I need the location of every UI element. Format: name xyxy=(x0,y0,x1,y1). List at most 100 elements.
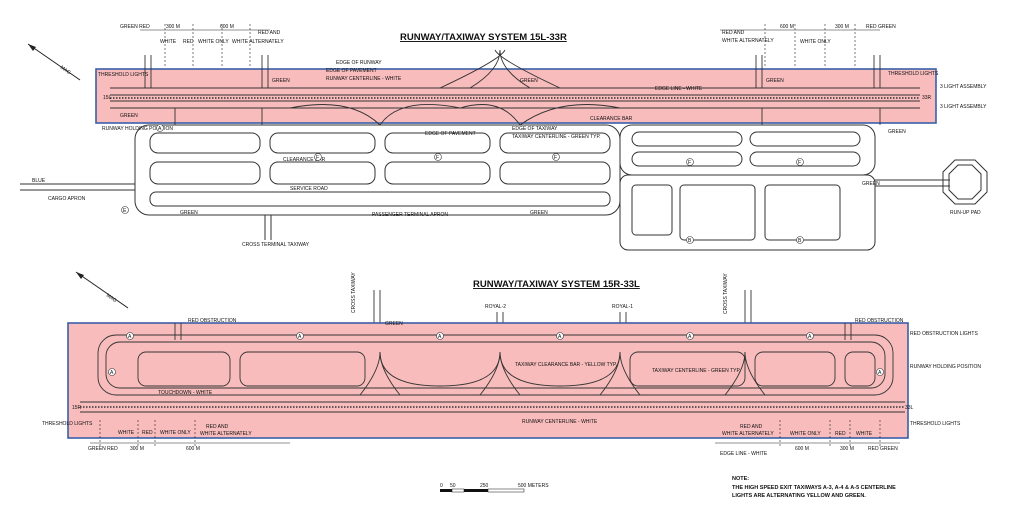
taxiway-marker: A xyxy=(110,370,114,376)
title-top: RUNWAY/TAXIWAY SYSTEM 15L-33R xyxy=(400,32,567,43)
taxiway-marker: A xyxy=(688,334,692,340)
north-arrow-icon: MAG xyxy=(27,43,81,81)
top-taxiway-markers: A F F F E F F B B xyxy=(121,124,804,244)
label-white-left: WHITE xyxy=(160,39,177,45)
scale-bar: 0 50 250 500 METERS xyxy=(440,483,549,493)
label-600m-right-bottom: 600 M xyxy=(795,446,809,452)
label-red-and-left-bottom: RED AND xyxy=(206,424,229,430)
top-taxiway-network xyxy=(20,124,988,251)
label-white-only-left: WHITE ONLY xyxy=(198,39,229,45)
label-green-right: GREEN xyxy=(862,181,880,187)
label-green-red-left-bottom: GREEN RED xyxy=(88,446,118,452)
label-green-a: GREEN xyxy=(120,113,138,119)
runway-end-33l: 33L xyxy=(905,405,914,411)
runway-15l-33r xyxy=(110,49,920,126)
label-edge-of-pavement-2: EDGE OF PAVEMENT xyxy=(425,131,476,137)
label-red-and-right: RED AND xyxy=(722,30,745,36)
label-600m-right: 600 M xyxy=(780,24,794,30)
runway-end-15l: 15L xyxy=(103,95,112,101)
label-threshold-right: THRESHOLD LIGHTS xyxy=(888,71,939,77)
label-edge-of-runway: EDGE OF RUNWAY xyxy=(336,60,382,66)
label-green-red-left: GREEN RED xyxy=(120,24,150,30)
scale-tick-0: 0 xyxy=(440,483,443,489)
label-white-right-bottom: WHITE xyxy=(856,431,873,437)
label-green-bottom-1: GREEN xyxy=(180,210,198,216)
taxiway-marker: A xyxy=(808,334,812,340)
bottom-crossing-taxiways xyxy=(373,290,752,323)
runway-end-15r: 15R xyxy=(72,405,82,411)
label-cargo-apron: CARGO APRON xyxy=(48,196,86,202)
label-white-alt-left-bottom: WHITE ALTERNATELY xyxy=(200,431,252,437)
label-red-obstruction-lights: RED OBSTRUCTION LIGHTS xyxy=(910,331,978,337)
label-red-obstruction-left: RED OBSTRUCTION xyxy=(188,318,237,324)
note-line-1: THE HIGH SPEED EXIT TAXIWAYS A-3, A-4 & … xyxy=(732,485,896,491)
label-red-left: RED xyxy=(183,39,194,45)
taxiway-marker: A xyxy=(158,126,162,132)
label-white-alt-left: WHITE ALTERNATELY xyxy=(232,39,284,45)
label-service-road: SERVICE ROAD xyxy=(290,186,328,192)
north-arrow-icon: MAG xyxy=(75,271,129,309)
runway-15l-33r-highlight[interactable] xyxy=(95,68,937,124)
taxiway-marker: F xyxy=(436,155,439,161)
label-run-up-pad: RUN-UP PAD xyxy=(950,210,981,216)
label-runway-holding: RUNWAY HOLDING POSITION xyxy=(102,126,173,132)
label-600m-left-bottom: 600 M xyxy=(186,446,200,452)
taxiway-marker: A xyxy=(558,334,562,340)
label-green-bottom-2: GREEN xyxy=(530,210,548,216)
label-white-only-right: WHITE ONLY xyxy=(800,39,831,45)
label-600m-left: 600 M xyxy=(220,24,234,30)
taxiway-marker: A xyxy=(878,370,882,376)
taxiway-marker: B xyxy=(688,238,692,244)
label-touchdown: TOUCHDOWN - WHITE xyxy=(158,390,213,396)
label-green-c: GREEN xyxy=(520,78,538,84)
label-royal-2: ROYAL-2 xyxy=(485,304,506,310)
scale-tick-50: 50 xyxy=(450,483,456,489)
north-label-top: MAG xyxy=(59,65,72,77)
taxiway-marker: B xyxy=(798,238,802,244)
label-clearance-bar-1: CLEARANCE BAR xyxy=(590,116,633,122)
label-passenger-apron: PASSENGER TERMINAL APRON xyxy=(372,212,448,218)
bottom-dimension-lines xyxy=(90,420,900,448)
label-light-assembly-2: 3 LIGHT ASSEMBLY xyxy=(940,104,987,110)
label-white-alt-right-bottom: WHITE ALTERNATELY xyxy=(722,431,774,437)
label-white-left-bottom: WHITE xyxy=(118,430,135,436)
label-edge-of-pavement: EDGE OF PAVEMENT xyxy=(326,68,377,74)
label-cross-taxiway-left: CROSS TAXIWAY xyxy=(351,272,357,313)
label-red-and-left: RED AND xyxy=(258,30,281,36)
runway-15r-33l-highlight[interactable] xyxy=(67,322,909,439)
label-runway-centerline: RUNWAY CENTERLINE - WHITE xyxy=(326,76,402,82)
runway-system-15l-33r: RUNWAY/TAXIWAY SYSTEM 15L-33R MAG GREEN … xyxy=(20,24,988,251)
label-red-and-right-bottom: RED AND xyxy=(740,424,763,430)
scale-tick-250: 250 xyxy=(480,483,489,489)
note-block: NOTE: THE HIGH SPEED EXIT TAXIWAYS A-3, … xyxy=(732,476,896,499)
label-threshold-right-bottom: THRESHOLD LIGHTS xyxy=(910,421,961,427)
taxiway-marker: F xyxy=(554,155,557,161)
title-bottom: RUNWAY/TAXIWAY SYSTEM 15R-33L xyxy=(473,279,640,290)
label-runway-holding-bottom: RUNWAY HOLDING POSITION xyxy=(910,364,981,370)
taxiway-marker: F xyxy=(798,160,801,166)
label-taxiway-clearance: TAXIWAY CLEARANCE BAR - YELLOW TYP. xyxy=(515,362,617,368)
label-light-assembly-1: 3 LIGHT ASSEMBLY xyxy=(940,84,987,90)
label-300m-left: 300 M xyxy=(166,24,180,30)
label-royal-1: ROYAL-1 xyxy=(612,304,633,310)
taxiway-marker: F xyxy=(688,160,691,166)
top-dimension-labels xyxy=(140,24,880,68)
label-taxiway-centerline: TAXIWAY CENTERLINE - GREEN TYP. xyxy=(512,134,601,140)
label-runway-centerline-bottom: RUNWAY CENTERLINE - WHITE xyxy=(522,419,598,425)
taxiway-marker: F xyxy=(316,155,319,161)
label-blue: BLUE xyxy=(32,178,46,184)
north-label-bottom: MAG xyxy=(105,293,118,305)
label-threshold-left: THRESHOLD LIGHTS xyxy=(98,72,149,78)
taxiway-marker: A xyxy=(128,334,132,340)
label-red-green-right: RED GREEN xyxy=(866,24,896,30)
label-cross-terminal: CROSS TERMINAL TAXIWAY xyxy=(242,242,310,248)
label-300m-right: 300 M xyxy=(835,24,849,30)
label-edge-of-taxiway: EDGE OF TAXIWAY xyxy=(512,126,558,132)
bottom-taxiway-markers: A A A A A A A A xyxy=(108,332,884,376)
label-clearance-bar-2: CLEARANCE BAR xyxy=(283,157,326,163)
taxiway-marker: E xyxy=(123,208,127,214)
runway-end-33r: 33R xyxy=(922,95,932,101)
label-red-green-right-bottom: RED GREEN xyxy=(868,446,898,452)
label-white-alt-right: WHITE ALTERNATELY xyxy=(722,38,774,44)
label-red-right-bottom: RED xyxy=(835,431,846,437)
